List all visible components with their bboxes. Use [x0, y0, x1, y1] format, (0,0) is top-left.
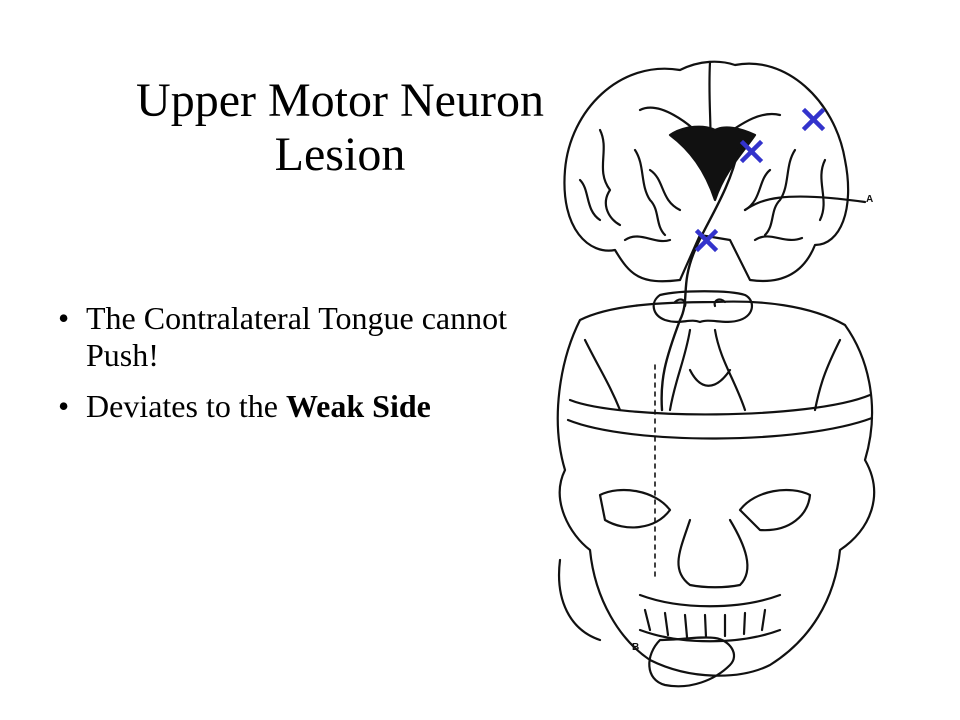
- brain-section: [563, 60, 867, 283]
- bullet-text: The Contralateral Tongue cannot Push!: [86, 300, 508, 373]
- bullet-emphasis: Weak Side: [285, 387, 431, 424]
- bullet-text: Deviates to the: [86, 387, 286, 424]
- slide-title: Upper Motor Neuron Lesion: [40, 74, 640, 182]
- lesion-marker-x: [801, 107, 826, 132]
- bullet-list: • The Contralateral Tongue cannot Push! …: [48, 300, 548, 438]
- lesion-marker-x: [739, 139, 764, 164]
- bullet-dot: •: [58, 300, 70, 336]
- skull: [556, 300, 876, 677]
- brain-skull-illustration: A B: [556, 60, 876, 688]
- illustration-label-b: B: [632, 642, 639, 653]
- title-line-2: Lesion: [274, 127, 406, 181]
- lesion-marker-x: [694, 228, 719, 253]
- bullet-item: • The Contralateral Tongue cannot Push!: [48, 300, 548, 374]
- tongue: [648, 636, 736, 688]
- bullet-dot: •: [58, 387, 70, 424]
- bullet-item: • Deviates to the Weak Side: [48, 388, 548, 425]
- title-line-1: Upper Motor Neuron: [136, 74, 544, 127]
- corticobulbar-tract: [660, 148, 740, 412]
- illustration-label-a: A: [866, 194, 873, 205]
